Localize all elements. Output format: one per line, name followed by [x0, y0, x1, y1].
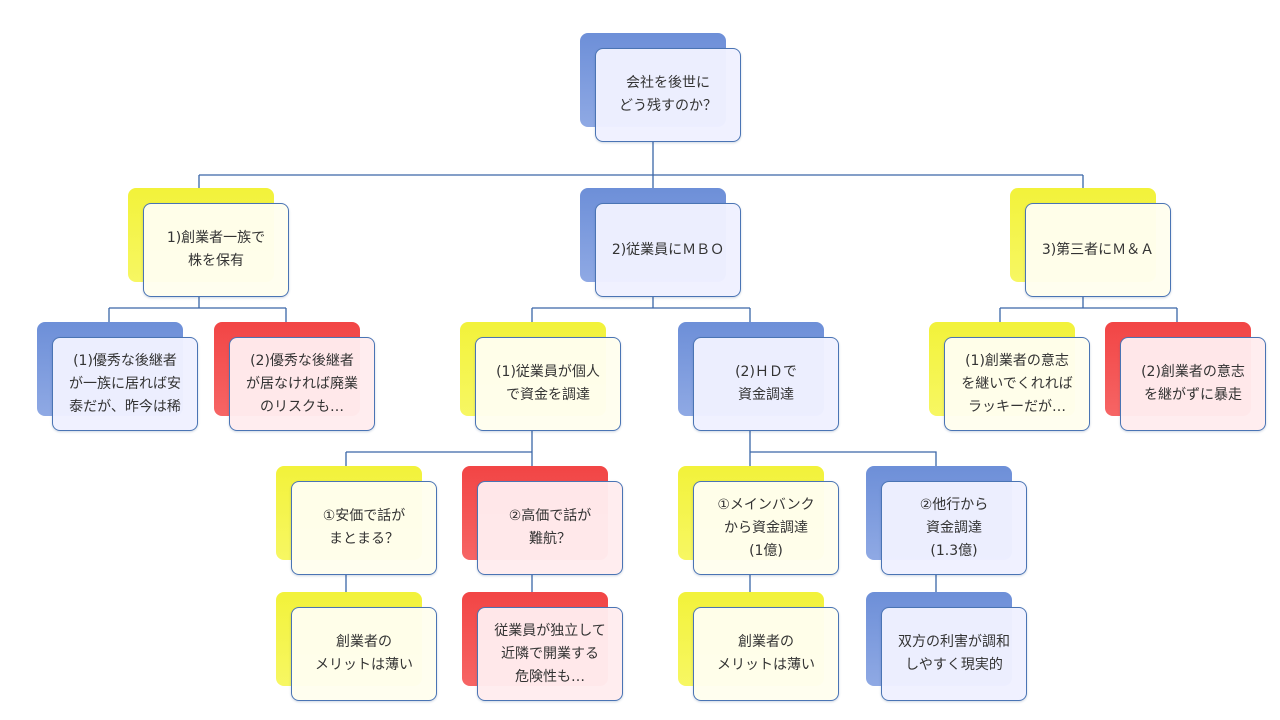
mbo-personal-funding-node: (1)従業員が個人 で資金を調達: [460, 322, 621, 431]
family-good-successor-node: (1)優秀な後継者 が一族に居れば安 泰だが、昨今は稀: [37, 322, 198, 431]
mbo-hd-funding-label: (2)ＨＤで 資金調達: [735, 364, 797, 403]
ma-inherit-will-node: (1)創業者の意志 を継いでくれれば ラッキーだが…: [929, 322, 1090, 431]
branch-employee-mbo-label: 2)従業員にＭＢＯ: [611, 241, 725, 258]
mbo-personal-funding-label: (1)従業員が個人 で資金を調達: [496, 364, 600, 403]
hd-main-bank-node: ①メインバンク から資金調達 (1億): [678, 466, 839, 575]
family-no-successor-label: (2)優秀な後継者 が居なければ廃業 のリスクも…: [246, 352, 358, 415]
hd-other-bank-label: ②他行から 資金調達 (1.3億): [919, 496, 989, 559]
other-bank-result-node: 双方の利害が調和 しやすく現実的: [866, 592, 1027, 701]
ma-inherit-will-label: (1)創業者の意志 を継いでくれれば ラッキーだが…: [961, 352, 1073, 415]
ma-runaway-node: (2)創業者の意志 を継がずに暴走: [1105, 322, 1266, 431]
main-bank-result-node: 創業者の メリットは薄い: [678, 592, 839, 701]
family-good-successor-label: (1)優秀な後継者 が一族に居れば安 泰だが、昨今は稀: [69, 352, 181, 415]
expensive-deal-result-label: 従業員が独立して 近隣で開業する 危険性も…: [494, 622, 606, 685]
connector-results: [345, 574, 937, 608]
connector-branch1-children: [108, 296, 287, 338]
hd-main-bank-label: ①メインバンク から資金調達 (1億): [717, 496, 815, 559]
branch-family-ownership-label: 1)創業者一族で 株を保有: [166, 230, 266, 269]
connector-sub1-options: [345, 430, 533, 482]
cheap-deal-result-label: 創業者の メリットは薄い: [315, 634, 413, 673]
connector-branch3-children: [999, 296, 1178, 338]
branch-employee-mbo: 2)従業員にＭＢＯ: [580, 188, 741, 297]
cheap-deal-result-node: 創業者の メリットは薄い: [276, 592, 437, 701]
personal-cheap-deal-label: ①安価で話が まとまる？: [322, 508, 406, 547]
other-bank-result-label: 双方の利害が調和 しやすく現実的: [898, 634, 1010, 673]
expensive-deal-result-node: 従業員が独立して 近隣で開業する 危険性も…: [462, 592, 623, 701]
ma-runaway-label: (2)創業者の意志 を継がずに暴走: [1141, 364, 1245, 403]
family-no-successor-node: (2)優秀な後継者 が居なければ廃業 のリスクも…: [214, 322, 375, 431]
hd-other-bank-node: ②他行から 資金調達 (1.3億): [866, 466, 1027, 575]
branch-family-ownership: 1)創業者一族で 株を保有: [128, 188, 289, 297]
personal-cheap-deal-node: ①安価で話が まとまる？: [276, 466, 437, 575]
personal-expensive-deal-label: ②高価で話が 難航？: [508, 508, 592, 547]
root-node: 会社を後世に どう残すのか？: [580, 33, 741, 142]
personal-expensive-deal-node: ②高価で話が 難航？: [462, 466, 623, 575]
main-bank-result-label: 創業者の メリットは薄い: [717, 634, 815, 673]
branch-third-party-ma: 3)第三者にＭ＆Ａ: [1010, 188, 1171, 297]
branch-third-party-ma-label: 3)第三者にＭ＆Ａ: [1041, 241, 1155, 258]
connector-branch2-subs: [531, 296, 751, 338]
root-label: 会社を後世に どう残すのか？: [619, 75, 717, 114]
mbo-hd-funding-node: (2)ＨＤで 資金調達: [678, 322, 839, 431]
